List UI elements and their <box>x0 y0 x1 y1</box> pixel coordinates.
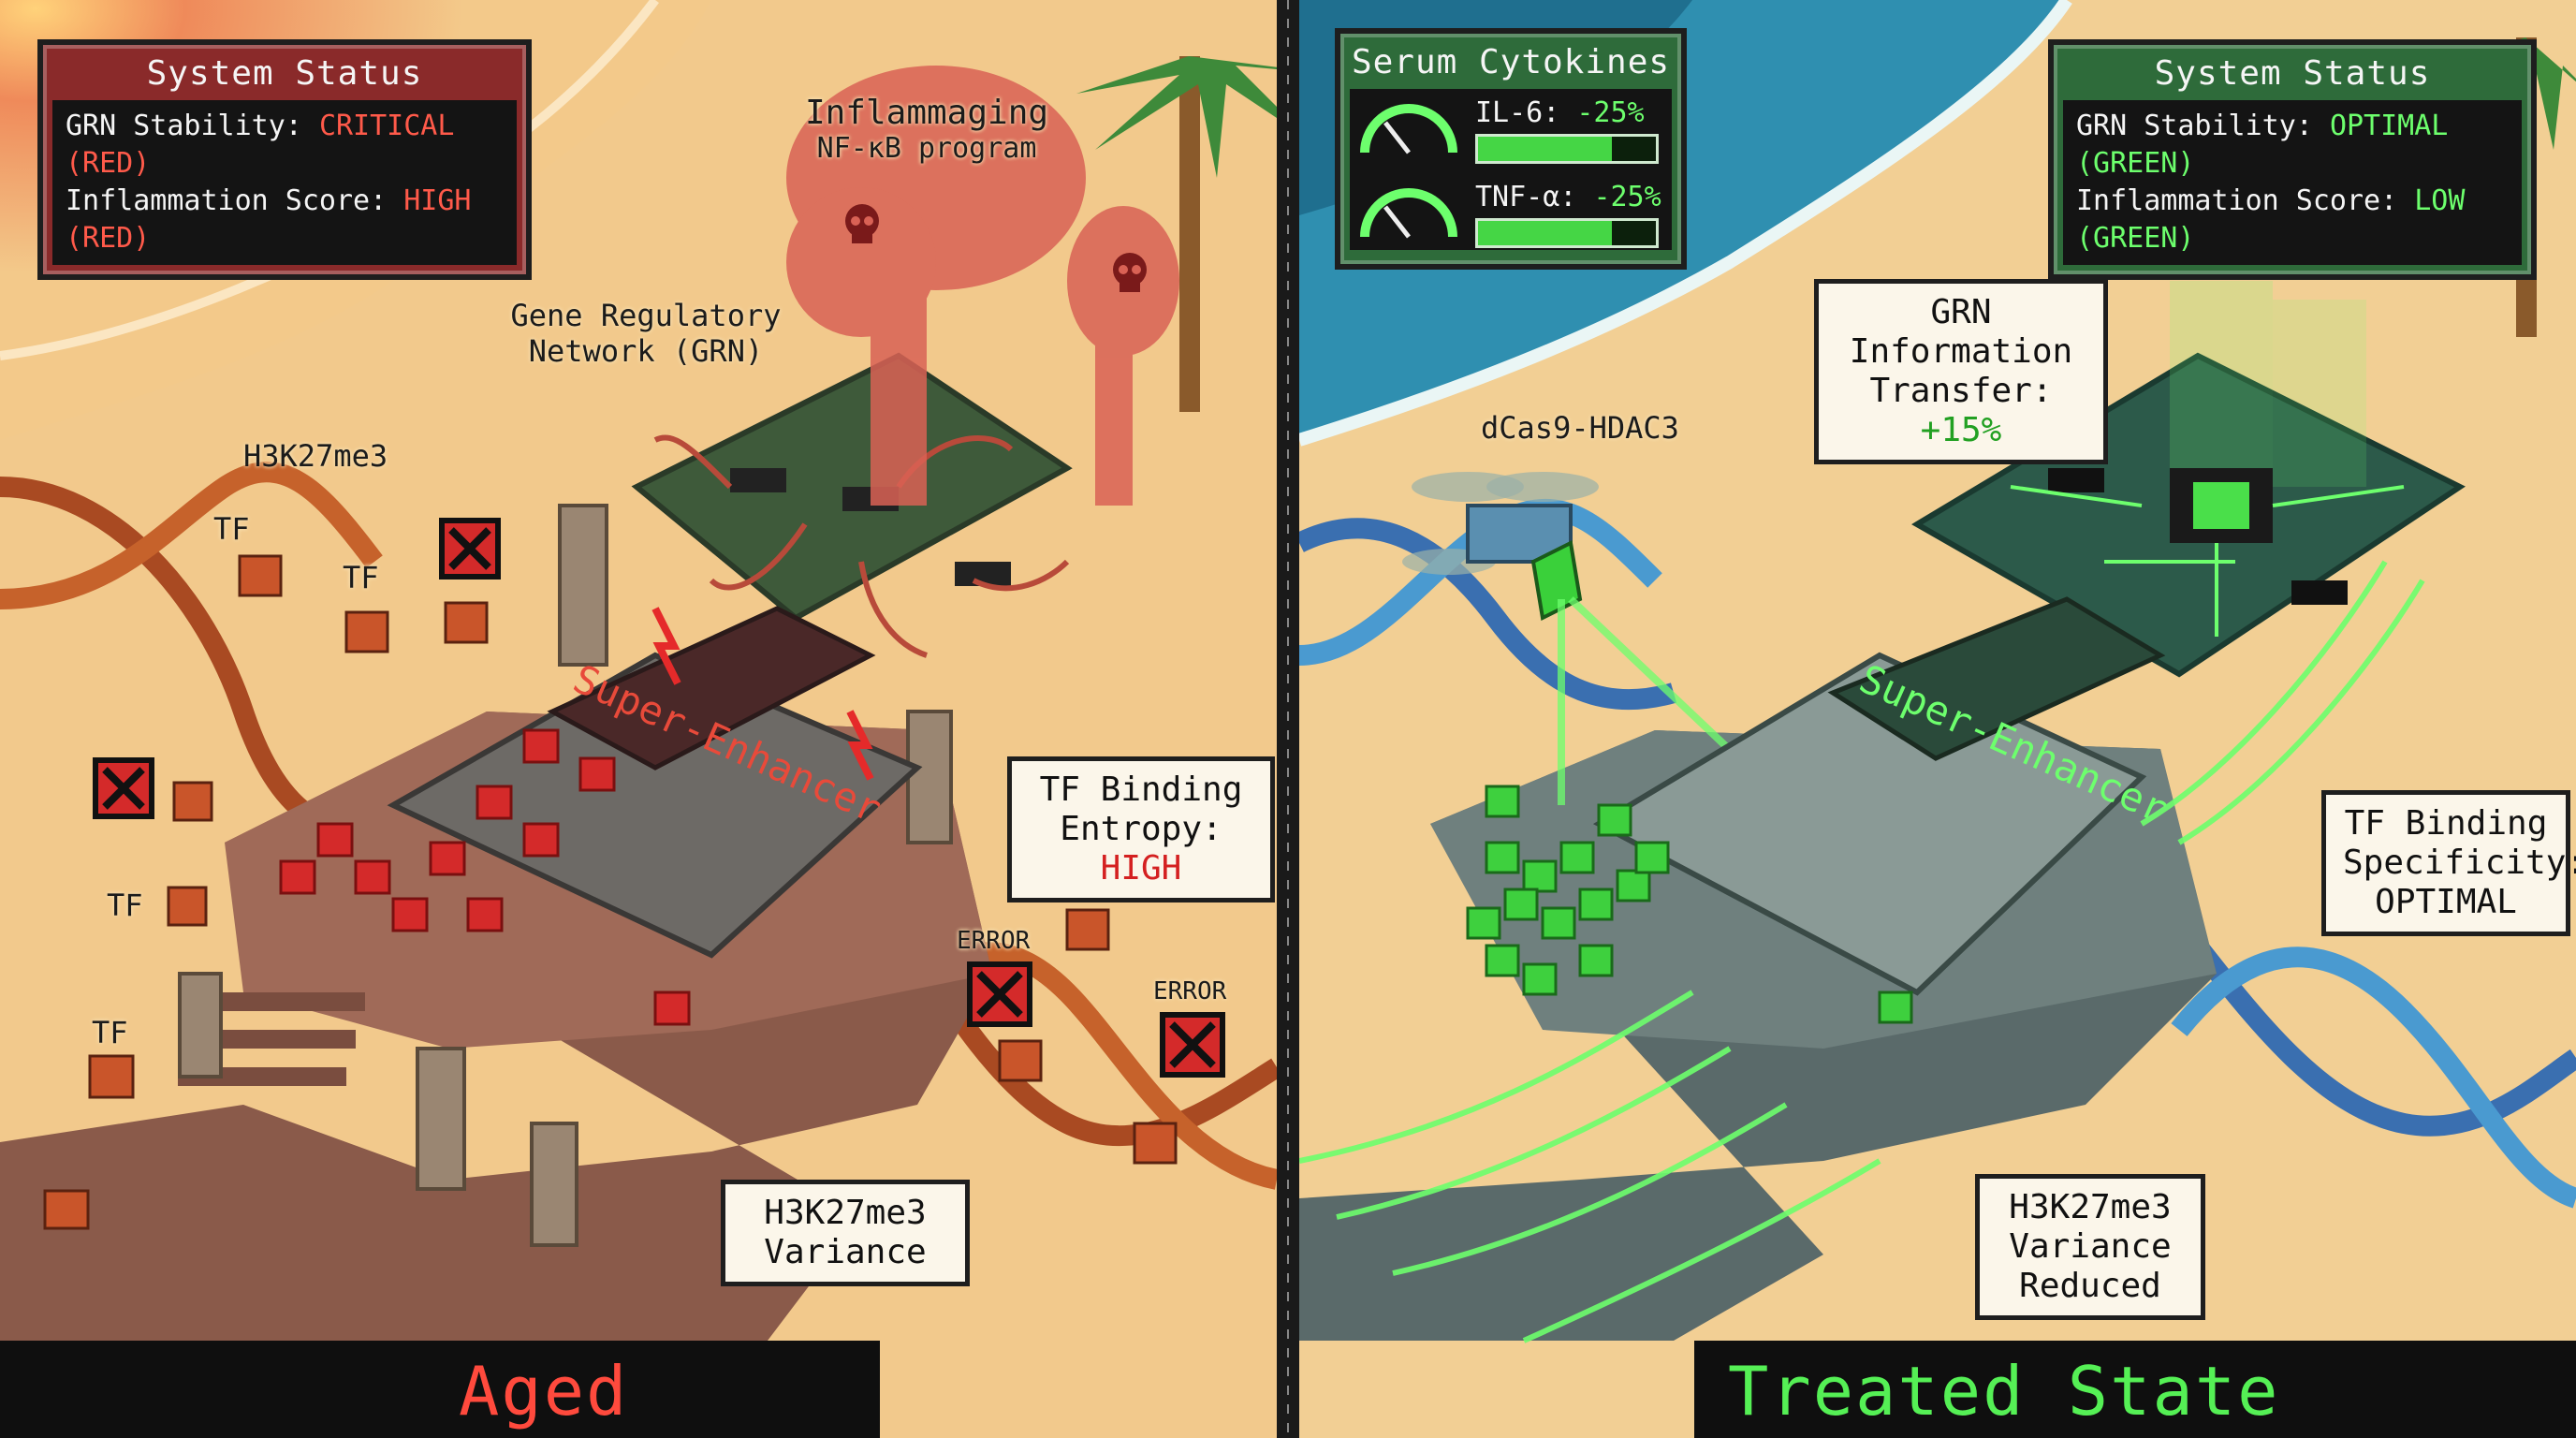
tnf-gauge-icon <box>1360 188 1457 239</box>
error-label: ERROR <box>1153 977 1227 1005</box>
treated-super-enhancer-console <box>1592 596 2166 996</box>
treated-panel: Serum Cytokines IL-6: -25% TNF-α: -25% S… <box>1299 0 2576 1438</box>
tf-label: TF <box>213 511 250 547</box>
grn-label-line2: Network (GRN) <box>528 333 764 369</box>
aged-inflammation-value: HIGH (RED) <box>66 184 472 255</box>
specificity-value: OPTIMAL <box>2375 883 2517 921</box>
specificity-label: Specificity: <box>2343 844 2576 882</box>
treated-grn-stability-value: OPTIMAL (GREEN) <box>2076 110 2449 180</box>
variance-title: H3K27me3 <box>764 1194 927 1232</box>
aged-state-banner: Aged State <box>0 1341 880 1438</box>
tf-binding-title: TF Binding <box>1039 770 1243 809</box>
inflammaging-title: Inflammaging <box>804 94 1049 132</box>
aged-inflammation-label: Inflammation Score: <box>66 184 388 217</box>
grn-information-transfer-callout: GRN Information Transfer: +15% <box>1814 279 2108 464</box>
skull-icon <box>1113 253 1147 292</box>
il6-bar <box>1475 134 1659 164</box>
il6-bar-fill <box>1478 137 1612 161</box>
tnf-value: -25% <box>1593 181 1661 213</box>
treated-status-panel: System Status GRN Stability: OPTIMAL (GR… <box>2048 39 2537 280</box>
inflammaging-label: Inflammaging NF-κB program <box>786 94 1067 165</box>
grn-label: Gene Regulatory Network (GRN) <box>487 298 805 369</box>
aged-grn-stability-value: CRITICAL (RED) <box>66 110 455 180</box>
aged-status-title: System Status <box>146 54 423 93</box>
dcas9-hdac3-drone <box>1402 472 1599 621</box>
variance-subtitle: Variance <box>764 1233 927 1271</box>
treated-status-body: GRN Stability: OPTIMAL (GREEN) Inflammat… <box>2063 100 2522 265</box>
tf-binding-entropy-callout: TF Binding Entropy: HIGH <box>1007 756 1275 902</box>
treated-inflammation-value: LOW (GREEN) <box>2076 184 2466 255</box>
treated-variance-title: H3K27me3 <box>2009 1188 2172 1226</box>
h3k27me3-variance-callout: H3K27me3 Variance <box>721 1180 970 1286</box>
treated-inflammation-label: Inflammation Score: <box>2076 184 2398 217</box>
aged-status-panel: System Status GRN Stability: CRITICAL (R… <box>37 39 532 280</box>
skull-icon <box>845 204 879 243</box>
aged-panel: System Status GRN Stability: CRITICAL (R… <box>0 0 1277 1438</box>
tnf-bar <box>1475 218 1659 248</box>
tf-label: TF <box>107 888 143 923</box>
variance-reduced: Reduced <box>2019 1267 2161 1305</box>
dcas9-hdac3-label: dCas9-HDAC3 <box>1481 410 1679 446</box>
treated-variance-subtitle: Variance <box>2009 1227 2172 1266</box>
entropy-value: HIGH <box>1100 849 1182 888</box>
aged-background <box>0 0 1277 1438</box>
aged-state-title: Aged State <box>459 1352 669 1438</box>
transfer-label: Transfer: <box>1869 372 2053 410</box>
aged-grn-stability-label: GRN Stability: <box>66 110 302 142</box>
error-markers <box>93 518 1225 1078</box>
cytokines-body: IL-6: -25% TNF-α: -25% <box>1350 89 1672 250</box>
panel-divider <box>1277 0 1299 1438</box>
nfkb-program: NF-κB program <box>816 132 1037 165</box>
aged-status-body: GRN Stability: CRITICAL (RED) Inflammati… <box>52 100 517 265</box>
il6-label: IL-6: <box>1475 96 1560 129</box>
transfer-value: +15% <box>1920 411 2002 449</box>
tnf-bar-fill <box>1478 221 1612 245</box>
tf-binding-specificity-callout: TF Binding Specificity: OPTIMAL <box>2321 790 2576 936</box>
il6-gauge-icon <box>1360 104 1457 154</box>
grn-label-line1: Gene Regulatory <box>510 298 782 333</box>
error-label: ERROR <box>957 927 1031 955</box>
tf-label: TF <box>92 1015 128 1050</box>
serum-cytokines-panel: Serum Cytokines IL-6: -25% TNF-α: -25% <box>1335 28 1687 270</box>
il6-value: -25% <box>1576 96 1645 129</box>
treated-dna-right <box>2152 892 2576 1209</box>
treated-state-banner: Treated State <box>1694 1341 2576 1438</box>
tf-label: TF <box>343 560 379 595</box>
treated-grn-stability-label: GRN Stability: <box>2076 110 2313 142</box>
specificity-title: TF Binding <box>2344 804 2548 843</box>
entropy-label: Entropy: <box>1060 810 1222 848</box>
grn-transfer-title: GRN Information <box>1849 293 2073 371</box>
h3k27me3-variance-reduced-callout: H3K27me3 Variance Reduced <box>1975 1174 2205 1320</box>
tnf-label: TNF-α: <box>1475 181 1577 213</box>
treated-status-title: System Status <box>2154 54 2431 93</box>
treated-state-title: Treated State <box>1728 1352 2280 1431</box>
h3k27me3-label: H3K27me3 <box>243 438 388 474</box>
tf-sprites-aged <box>43 554 1178 1230</box>
cytokines-title: Serum Cytokines <box>1351 43 1671 81</box>
